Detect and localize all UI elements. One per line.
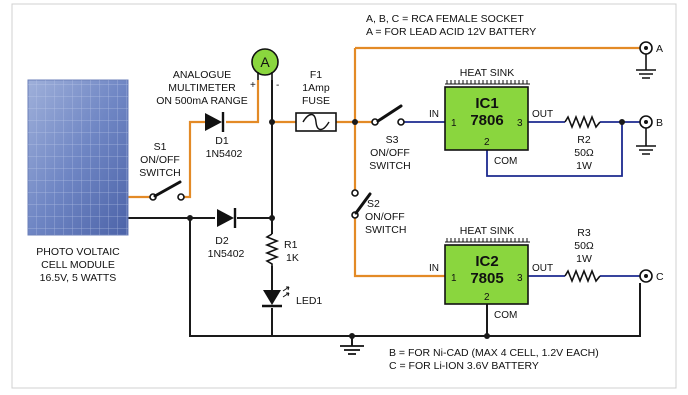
meter-label-2: MULTIMETER [168, 82, 236, 94]
s3-name: S3 [386, 134, 399, 146]
ic2-in-label: IN [429, 263, 439, 274]
socket-c: C [639, 269, 664, 283]
meter-symbol: A [260, 54, 270, 70]
s1-name: S1 [154, 141, 167, 153]
switch-s1: S1 ON/OFF SWITCH [139, 141, 185, 201]
note-top-2: A = FOR LEAD ACID 12V BATTERY [366, 26, 536, 38]
d1-part: 1N5402 [206, 148, 243, 160]
ic2-part: 7805 [470, 270, 503, 287]
note-bottom-2: C = FOR Li-ION 3.6V BATTERY [389, 360, 539, 372]
pv-label-1: PHOTO VOLTAIC [36, 246, 120, 258]
resistor-r1: R1 1K [264, 233, 299, 266]
r2-name: R2 [577, 134, 591, 146]
ic1-com-label: COM [494, 156, 517, 167]
ic2-heat-sink-label: HEAT SINK [460, 225, 514, 237]
s1-line1: ON/OFF [140, 154, 180, 166]
note-top-1: A, B, C = RCA FEMALE SOCKET [366, 13, 524, 25]
socket-b: B [636, 115, 663, 155]
r3-value: 50Ω [574, 240, 594, 252]
regulator-ic1: HEAT SINK IC1 7806 1 3 2 IN OUT COM [429, 67, 553, 167]
meter-label-1: ANALOGUE [173, 69, 231, 81]
ic1-in-label: IN [429, 109, 439, 120]
diode-d2: D2 1N5402 [208, 208, 245, 260]
r1-name: R1 [284, 239, 298, 251]
ic2-pin2: 2 [484, 292, 490, 303]
ic2-pin3: 3 [517, 273, 523, 284]
ic1-pin3: 3 [517, 118, 523, 129]
pv-module: PHOTO VOLTAIC CELL MODULE 16.5V, 5 WATTS [27, 79, 129, 284]
s1-line2: SWITCH [139, 167, 180, 179]
regulator-ic2: HEAT SINK IC2 7805 1 3 2 IN OUT COM [429, 225, 553, 321]
meter-label-3: ON 500mA RANGE [156, 95, 248, 107]
r1-value: 1K [286, 252, 299, 264]
ic1-pin2: 2 [484, 137, 490, 148]
switch-s3: S3 ON/OFF SWITCH [369, 104, 411, 172]
pv-label-2: CELL MODULE [41, 259, 115, 271]
ground-symbol [340, 345, 364, 355]
s3-line1: ON/OFF [370, 147, 410, 159]
led1: LED1 [262, 286, 322, 308]
resistor-r2: R2 50Ω 1W [564, 114, 601, 172]
f1-name: F1 [310, 69, 322, 81]
wires [128, 46, 642, 346]
f1-rating: 1Amp [302, 82, 330, 94]
note-bottom-1: B = FOR Ni-CAD (MAX 4 CELL, 1.2V EACH) [389, 347, 599, 359]
ic2-out-label: OUT [532, 263, 553, 274]
r2-value: 50Ω [574, 147, 594, 159]
s2-line2: SWITCH [365, 224, 406, 236]
ic1-out-label: OUT [532, 109, 553, 120]
s2-name: S2 [367, 198, 380, 210]
diode-d1: D1 1N5402 [205, 112, 243, 160]
socket-c-label: C [656, 271, 664, 283]
junction-dots [187, 119, 625, 339]
s2-line1: ON/OFF [365, 211, 405, 223]
ic2-com-label: COM [494, 310, 517, 321]
d2-part: 1N5402 [208, 248, 245, 260]
d1-name: D1 [215, 135, 229, 147]
meter-plus: + [250, 80, 256, 91]
socket-b-label: B [656, 117, 663, 129]
f1-type: FUSE [302, 95, 330, 107]
ic1-part: 7806 [470, 112, 503, 129]
ic1-heat-sink-label: HEAT SINK [460, 67, 514, 79]
ic1-pin1: 1 [451, 118, 457, 129]
r2-power: 1W [576, 160, 592, 172]
ic2-pin1: 1 [451, 273, 457, 284]
resistor-r3: R3 50Ω 1W [564, 227, 601, 284]
r3-name: R3 [577, 227, 591, 239]
ic2-name: IC2 [475, 253, 498, 270]
ic1-name: IC1 [475, 95, 498, 112]
meter-minus: - [276, 80, 279, 91]
ammeter: A + - ANALOGUE MULTIMETER ON 500mA RANGE [156, 48, 279, 107]
fuse-f1: F1 1Amp FUSE [295, 69, 337, 132]
r3-power: 1W [576, 253, 592, 265]
socket-a-label: A [656, 43, 663, 55]
pv-label-3: 16.5V, 5 WATTS [40, 272, 117, 284]
d2-name: D2 [215, 235, 229, 247]
switch-s2: S2 ON/OFF SWITCH [351, 189, 406, 236]
s3-line2: SWITCH [369, 160, 410, 172]
led-name: LED1 [296, 295, 322, 307]
socket-a: A [636, 41, 663, 79]
